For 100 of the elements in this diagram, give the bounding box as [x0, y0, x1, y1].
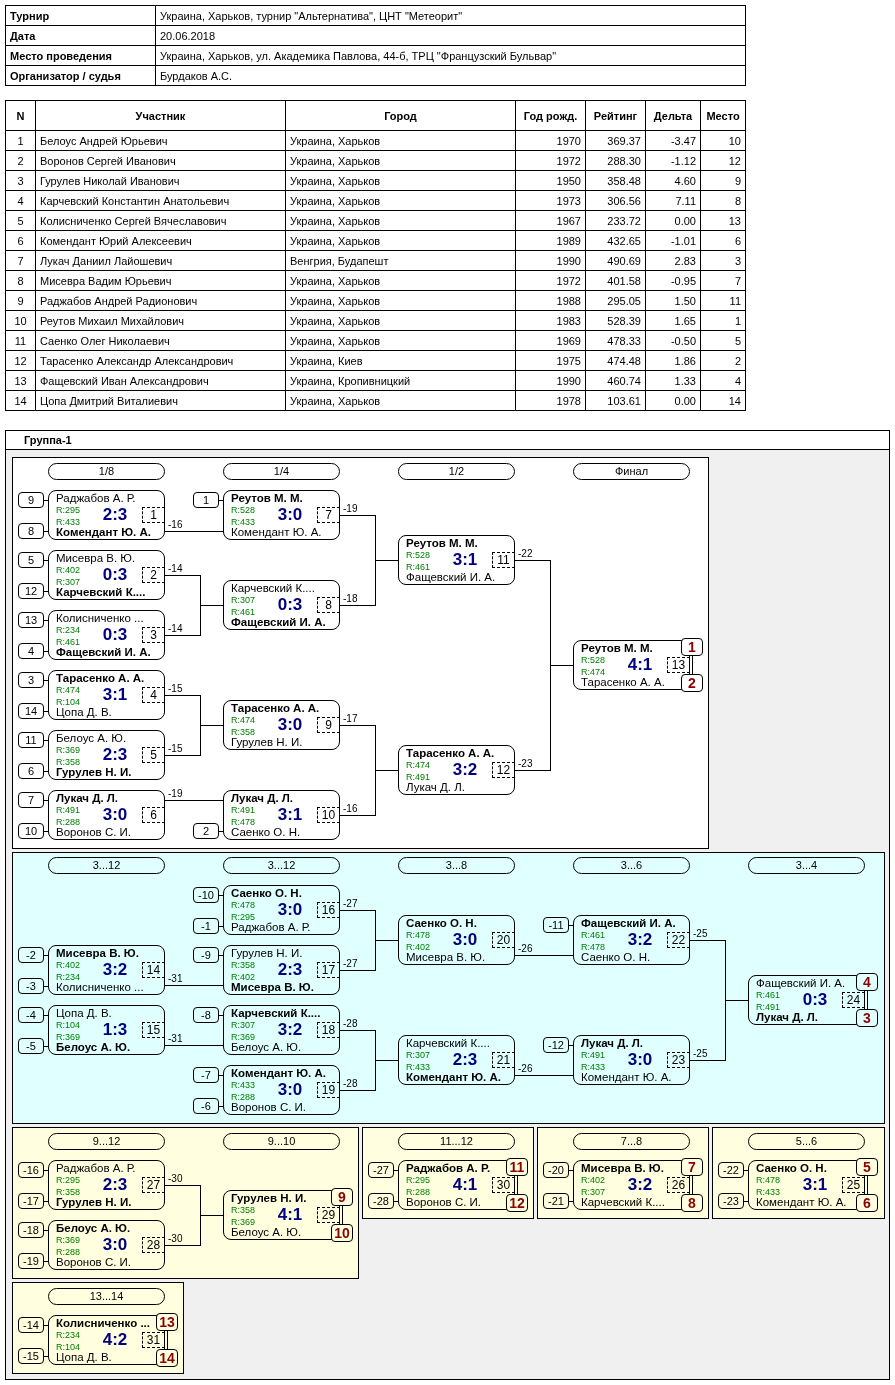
match-number: 15: [142, 1022, 165, 1038]
score: 3:2: [626, 1175, 654, 1195]
seed-number: -10: [197, 888, 215, 902]
table-cell: Мисевра Вадим Юрьевич: [35, 270, 286, 291]
edge-label: -18: [343, 593, 358, 604]
player-name: Гурулев Н. И.: [231, 947, 303, 960]
table-cell: Организатор / судья: [5, 65, 156, 86]
score: 3:0: [276, 505, 304, 525]
match-number: 21: [492, 1052, 515, 1068]
player-name: Раджабов А. Р.: [406, 1162, 491, 1175]
rating: R:478: [581, 942, 606, 952]
table-cell: Украина, Кропивницкий: [285, 370, 516, 391]
rating: R:402: [231, 972, 256, 982]
table-cell: 11: [700, 290, 746, 311]
connector-line: [43, 1229, 49, 1231]
table-cell: 528.39: [585, 310, 646, 331]
seed-box: [18, 523, 44, 539]
connector-line: [514, 1074, 574, 1076]
player-name: Тарасенко А. А.: [231, 702, 320, 715]
table-cell: Комендант Юрий Алексеевич: [35, 230, 286, 251]
table-cell: 1: [5, 130, 36, 151]
seed-box: [543, 1162, 569, 1178]
seed-box: [18, 1038, 44, 1054]
match-card: [48, 550, 165, 600]
connector-line: [393, 1200, 399, 1202]
rating: R:433: [406, 1062, 431, 1072]
edge-label: -27: [343, 898, 358, 909]
table-cell: Бурдаков А.С.: [155, 65, 746, 86]
round-label: 3...8: [444, 859, 469, 872]
seed-box: [18, 763, 44, 779]
connector-line: [568, 924, 574, 926]
table-cell: 306.56: [585, 190, 646, 211]
table-cell: Венгрия, Будапешт: [285, 250, 516, 271]
seed-box: [193, 947, 219, 963]
table-cell: Место проведения: [5, 45, 156, 66]
connector-line: [568, 1200, 574, 1202]
seed-box: [718, 1193, 744, 1209]
rating: R:295: [406, 1175, 431, 1185]
match-number: 4: [142, 687, 165, 703]
connector-line: [339, 559, 399, 606]
player-name: Воронов С. И.: [231, 1101, 307, 1114]
match-card: [48, 790, 165, 840]
header-cell: Год рожд.: [515, 100, 586, 131]
table-cell: 1: [700, 310, 746, 331]
bracket-panel: [12, 852, 885, 1124]
connector-line: [218, 830, 224, 832]
table-cell: 432.65: [585, 230, 646, 251]
seed-box: [193, 1098, 219, 1114]
header-cell: Рейтинг: [585, 100, 646, 131]
rating: R:461: [581, 930, 606, 940]
score: 4:1: [626, 655, 654, 675]
rating: R:402: [56, 960, 81, 970]
table-cell: 12: [700, 150, 746, 171]
connector-line: [43, 559, 49, 561]
connector-line: [43, 590, 49, 592]
player-name: Фащевский И. А.: [406, 571, 496, 584]
table-cell: Украина, Харьков: [285, 310, 516, 331]
table-cell: Украина, Харьков: [285, 390, 516, 411]
connector-line: [568, 1169, 574, 1171]
seed-number: -28: [372, 1194, 390, 1208]
player-name: Саенко О. Н.: [756, 1162, 827, 1175]
table-cell: Украина, Харьков: [285, 130, 516, 151]
table-cell: Украина, Харьков: [285, 330, 516, 351]
edge-label: -26: [518, 943, 533, 954]
seed-number: -17: [22, 1194, 40, 1208]
table-cell: 401.58: [585, 270, 646, 291]
rating: R:369: [56, 1032, 81, 1042]
place-box: [856, 1194, 878, 1212]
table-cell: Украина, Харьков, ул. Академика Павлова, 44-б, ТРЦ "Французский Бульвар": [155, 45, 746, 66]
table-cell: 4: [5, 190, 36, 211]
rating: R:433: [231, 517, 256, 527]
player-name: Белоус А. Ю.: [231, 1226, 302, 1239]
seed-box: [18, 1193, 44, 1209]
table-cell: Украина, Харьков: [285, 170, 516, 191]
player-name: Реутов М. М.: [231, 492, 303, 505]
player-name: Саенко О. Н.: [231, 826, 301, 839]
player-name: Колисниченко ...: [56, 1317, 150, 1330]
seed-number: 14: [23, 704, 39, 718]
connector-line: [43, 650, 49, 652]
table-cell: 103.61: [585, 390, 646, 411]
score: 0:3: [276, 595, 304, 615]
match-card: [573, 1035, 690, 1085]
connector-line: [43, 1045, 49, 1047]
edge-label: -26: [518, 1063, 533, 1074]
seed-box: [193, 1067, 219, 1083]
player-name: Комендант Ю. А.: [756, 1196, 847, 1209]
player-name: Белоус А. Ю.: [231, 1041, 302, 1054]
match-number: 28: [142, 1237, 165, 1253]
rating: R:288: [231, 1092, 256, 1102]
player-name: Колисниченко ...: [56, 612, 144, 625]
match-number: 23: [667, 1052, 690, 1068]
score: 3:1: [801, 1175, 829, 1195]
rating: R:307: [56, 577, 81, 587]
edge-label: -28: [343, 1018, 358, 1029]
rating: R:528: [581, 655, 606, 665]
table-cell: 7: [700, 270, 746, 291]
match-number: 20: [492, 932, 515, 948]
connector-line: [43, 1324, 49, 1326]
player-name: Саенко О. Н.: [406, 917, 477, 930]
seed-number: -16: [22, 1163, 40, 1177]
